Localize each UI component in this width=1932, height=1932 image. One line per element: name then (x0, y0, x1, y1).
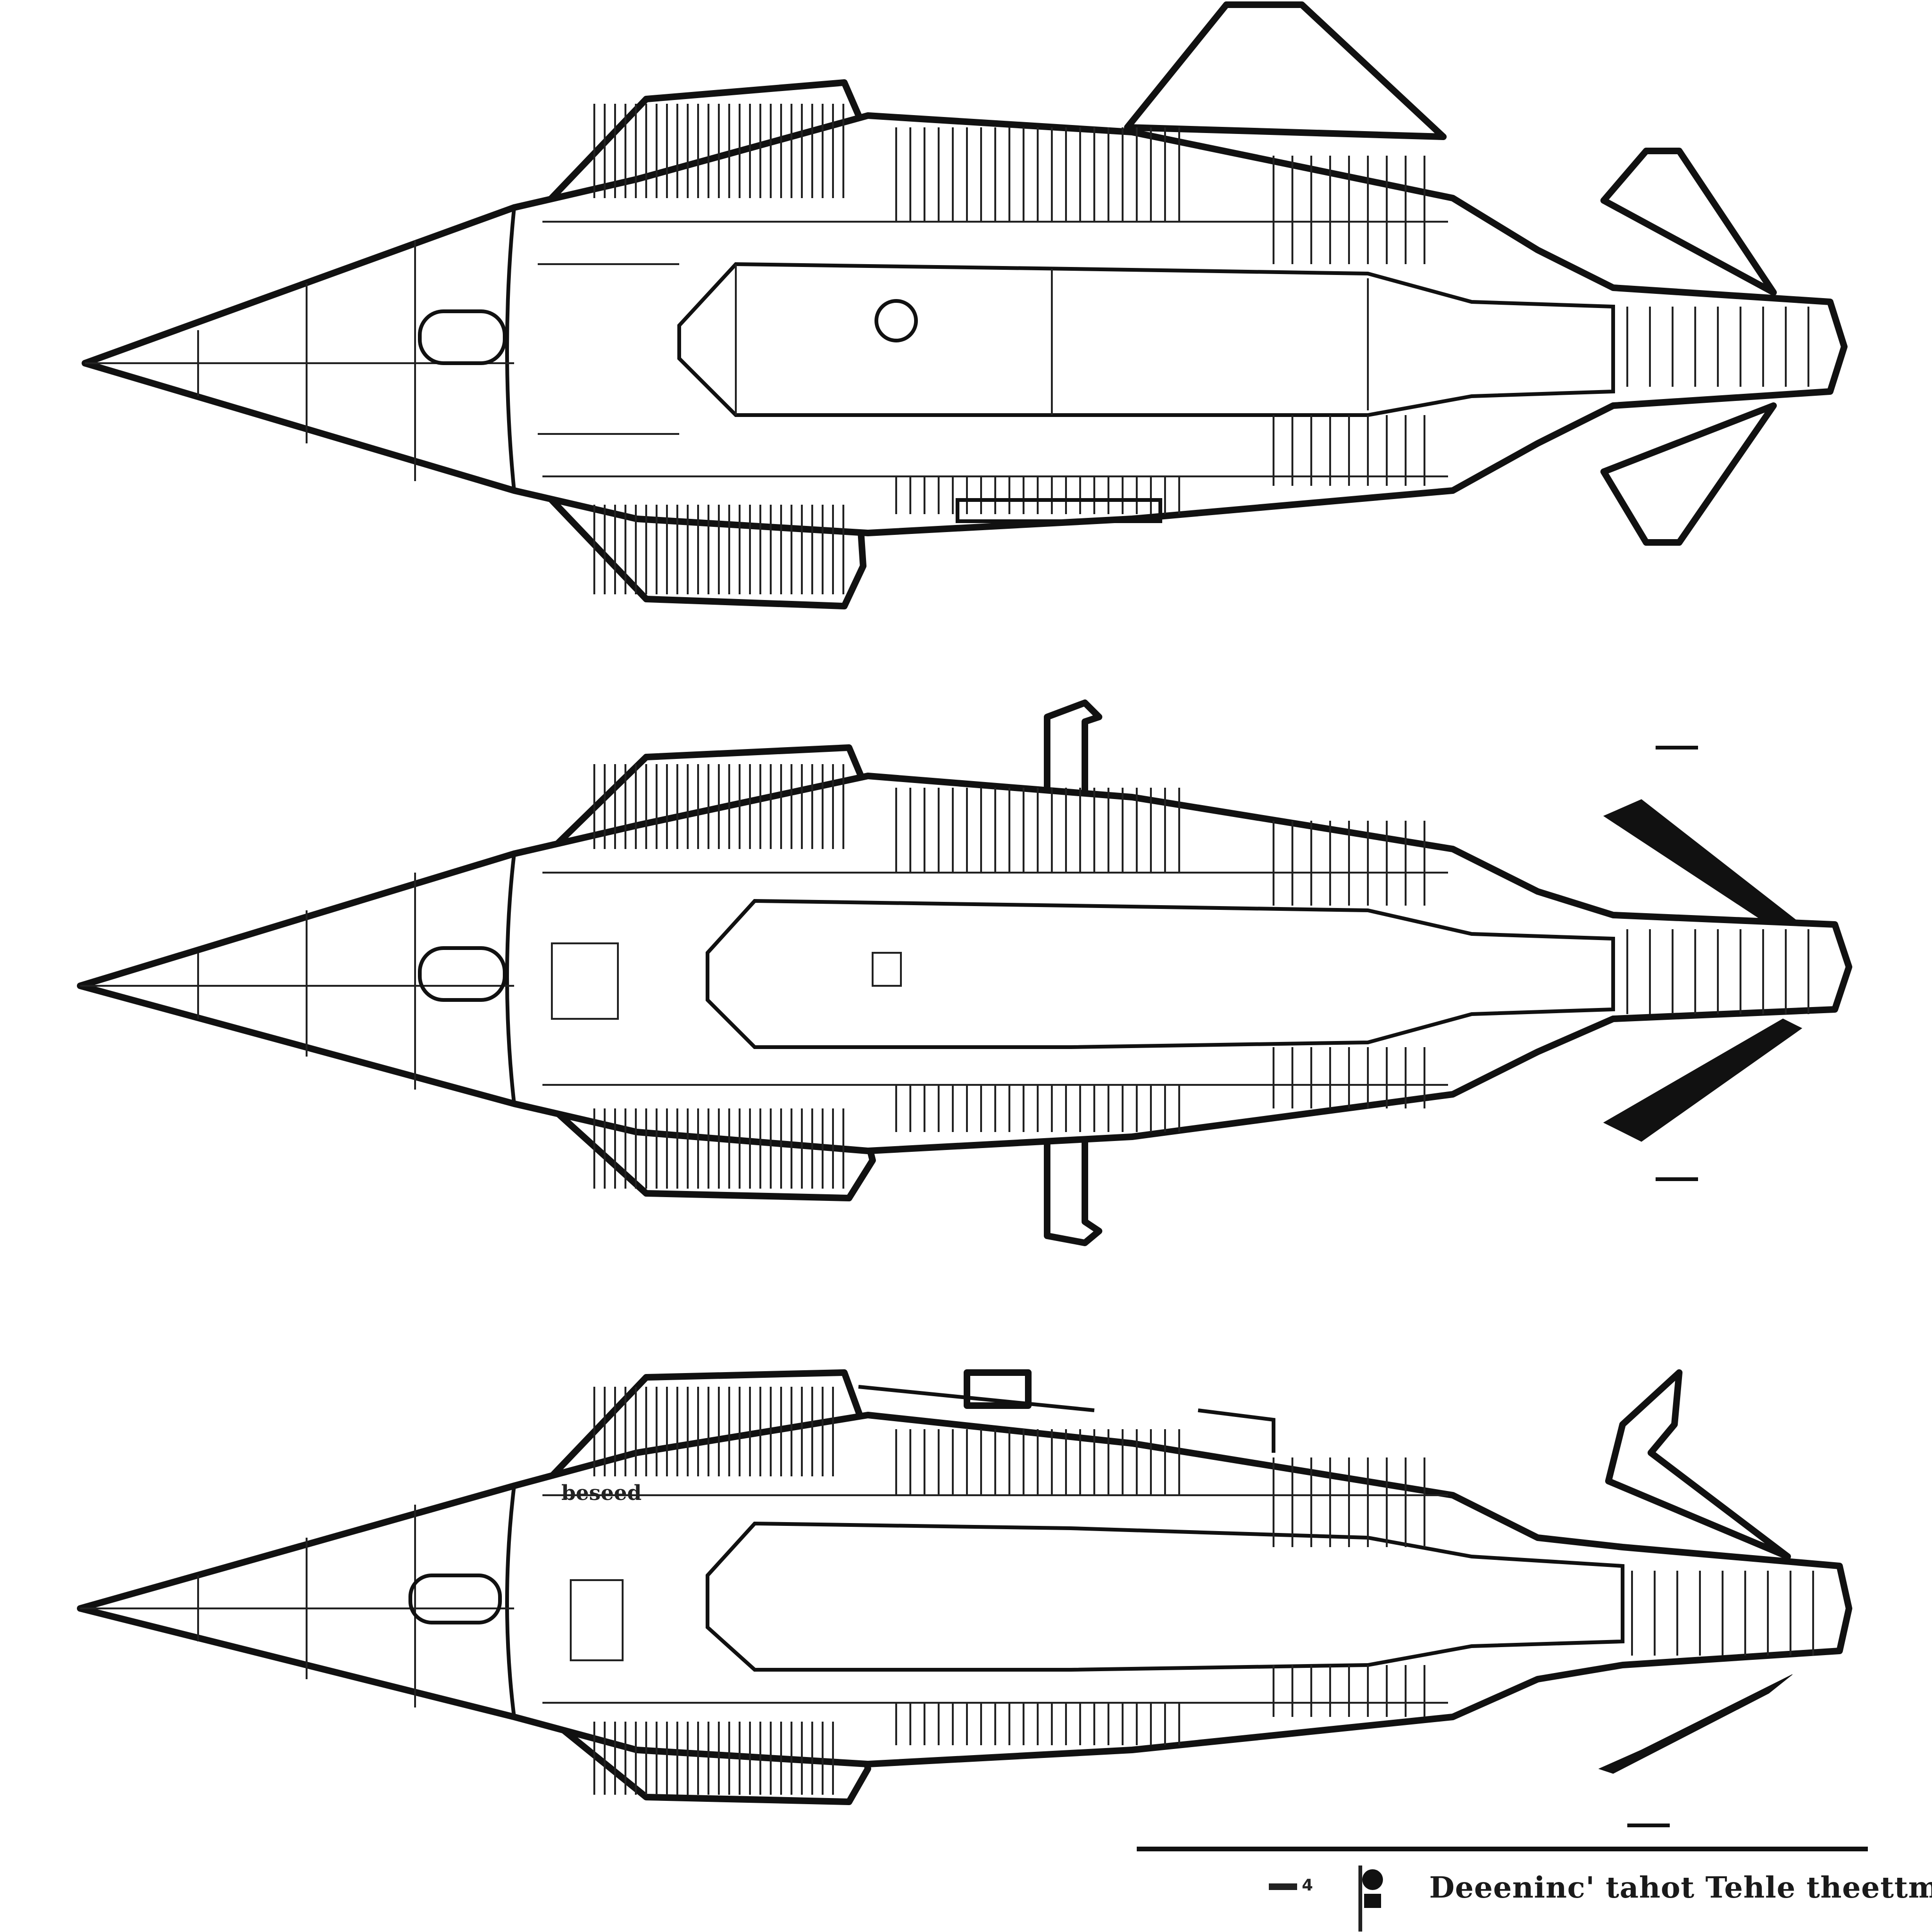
dorsal-rails (858, 1385, 1275, 1453)
nose-divider (505, 207, 516, 491)
grille-panel (551, 942, 619, 1020)
title-rule (1137, 1847, 1868, 1851)
main-hull (82, 112, 1848, 536)
rear-fin-lower (1603, 1018, 1802, 1142)
nose-divider (505, 853, 516, 1104)
rear-fin-upper (1605, 1369, 1791, 1560)
spine-emblem (874, 299, 918, 342)
main-hull (77, 1412, 1852, 1767)
main-hull (77, 773, 1852, 1154)
title-text: Deeeninc' tahot Tehle theettmm (1429, 1870, 1932, 1905)
rear-fin-lower (1598, 1674, 1793, 1774)
rear-fin-upper (1600, 148, 1777, 296)
hatch-bands (593, 104, 1809, 594)
grille-panel (570, 1579, 624, 1661)
hull-label: beseed (561, 1481, 641, 1505)
nose-ribs (197, 241, 416, 481)
ship-drawing-top (82, 1, 1848, 609)
ship-drawing-middle (77, 700, 1852, 1246)
title-code: 4 (1302, 1876, 1313, 1895)
rear-markers (1656, 746, 1698, 1181)
title-block: 4 Deeeninc' tahot Tehle theettmm (1137, 1847, 1932, 1932)
lower-keel (956, 498, 1162, 523)
nose-ribs (80, 1505, 514, 1707)
title-stamp-icon (1362, 1869, 1383, 1908)
spine-ribs (735, 264, 1369, 415)
ship-drawing-bottom: beseed (77, 1369, 1852, 1827)
central-spine (706, 899, 1615, 1049)
ship-middle-body (77, 700, 1852, 1246)
title-divider (1358, 1865, 1362, 1932)
pylon-lower (1044, 1133, 1102, 1246)
nose-ribs (80, 873, 514, 1090)
intake-slot (418, 946, 507, 1002)
rear-fin-lower (1600, 402, 1777, 546)
hatch-bands (593, 1387, 1814, 1795)
nose-divider (505, 1485, 516, 1717)
dorsal-fin (1124, 1, 1447, 140)
intake-slot (408, 1574, 502, 1624)
central-spine (706, 1521, 1624, 1672)
spine-emblem (872, 952, 902, 987)
intake-slot (418, 309, 507, 365)
title-code-bar (1269, 1883, 1297, 1890)
hatch-bands (593, 764, 1809, 1189)
ship-bottom-body: beseed (77, 1369, 1852, 1827)
ship-top-body (82, 1, 1848, 609)
